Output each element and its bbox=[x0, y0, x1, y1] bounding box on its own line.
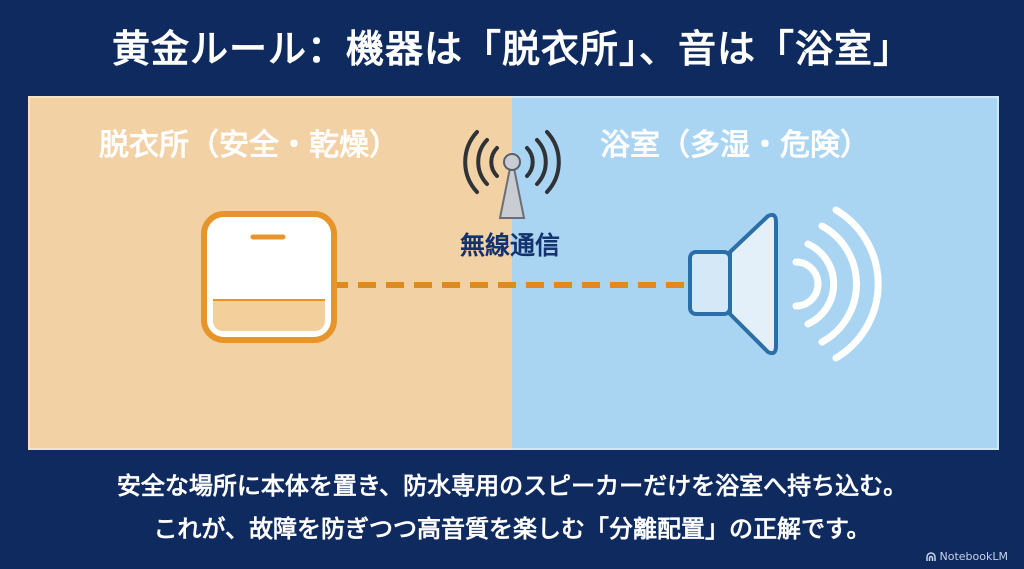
brand-name: NotebookLM bbox=[939, 550, 1008, 563]
antenna-icon bbox=[463, 130, 561, 219]
caption-line-1: 安全な場所に本体を置き、防水専用のスピーカーだけを浴室へ持ち込む。 bbox=[116, 472, 908, 500]
right-zone-label: 浴室（多湿・危険） bbox=[600, 128, 870, 163]
speaker-icon bbox=[688, 206, 882, 362]
caption-line-2: これが、故障を防ぎつつ高音質を楽しむ「分離配置」の正解です。 bbox=[153, 515, 871, 543]
brand-watermark: NotebookLM bbox=[925, 550, 1008, 563]
brand-logo-icon bbox=[925, 551, 936, 561]
wireless-label: 無線通信 bbox=[459, 231, 560, 260]
device-unit-icon bbox=[201, 211, 337, 343]
page-title: 黄金ルール：機器は「脱衣所」、音は「浴室」 bbox=[111, 27, 912, 71]
left-zone-label: 脱衣所（安全・乾燥） bbox=[99, 128, 399, 163]
